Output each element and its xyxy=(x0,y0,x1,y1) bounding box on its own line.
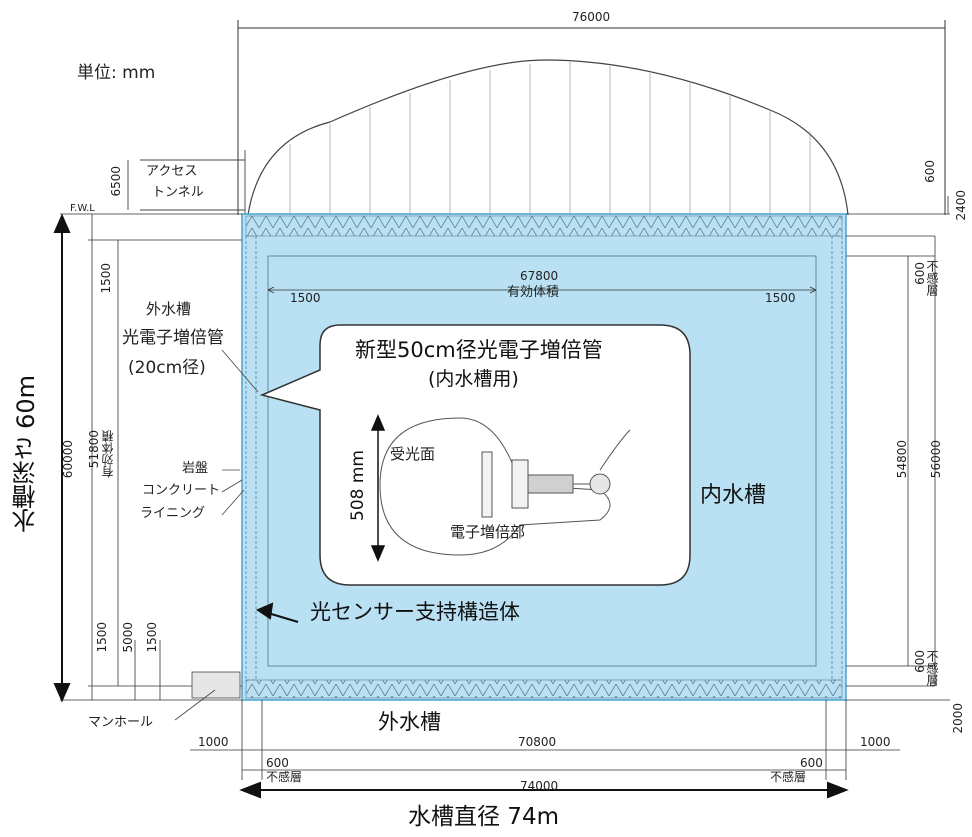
unit-label: 単位: mm xyxy=(77,63,156,83)
callout-title-1: 新型50cm径光電子増倍管 xyxy=(355,338,603,362)
dim-dome-2400: 2400 xyxy=(954,190,968,221)
pmt-callout-bubble xyxy=(259,324,691,586)
rock-label: 岩盤 xyxy=(182,461,209,476)
dim-bottom-insens-right: 不感層 xyxy=(770,770,807,784)
dim-right-56000: 56000 xyxy=(929,440,943,479)
dim-bottom-600-right: 600 xyxy=(800,756,823,770)
dim-bottom-1000-left: 1000 xyxy=(198,735,229,749)
outer-pmt-label-1: 外水槽 xyxy=(146,300,192,318)
bottom-structure-band xyxy=(245,679,843,699)
dim-bottom-5000: 5000 xyxy=(121,622,135,653)
inner-tank-outline xyxy=(267,255,817,667)
callout-photocathode: 受光面 xyxy=(390,445,436,463)
dim-right-54800: 54800 xyxy=(895,440,909,479)
manhole-structure xyxy=(191,671,241,699)
inner-tank-label: 内水槽 xyxy=(700,483,767,508)
pmt-illustration xyxy=(379,417,631,556)
outer-pmt-label-3: (20cm径) xyxy=(128,358,206,378)
dim-dome-600: 600 xyxy=(923,160,937,183)
fwl-label: F.W.L xyxy=(70,203,95,214)
dim-right-2000: 2000 xyxy=(951,703,965,734)
top-structure-band xyxy=(245,215,843,237)
support-structure-label: 光センサー支持構造体 xyxy=(310,600,520,624)
left-structure-band xyxy=(245,235,257,681)
dim-bottom-600-left: 600 xyxy=(266,756,289,770)
bottom-dimensions xyxy=(190,700,900,780)
outer-tank-label: 外水槽 xyxy=(378,710,441,734)
callout-dynode: 電子増倍部 xyxy=(450,523,526,541)
depth-label: 水槽深さ 60m xyxy=(12,375,40,533)
dim-bottom-70800: 70800 xyxy=(518,735,557,749)
pmt-height-arrow xyxy=(370,414,386,562)
outer-pmt-label-2: 光電子増倍管 xyxy=(122,328,224,348)
dim-bottom-insens-left: 不感層 xyxy=(266,770,303,784)
dim-inner-width: 67800 xyxy=(520,269,559,283)
top-dimension xyxy=(237,20,946,215)
dim-right-insens-bottom: 不感層 xyxy=(925,650,939,686)
dome xyxy=(247,59,849,216)
dim-inner-right-1500: 1500 xyxy=(765,291,796,305)
dim-left-51800: 51800 xyxy=(87,430,101,469)
diameter-label: 水槽直径 74m xyxy=(408,804,559,830)
dim-left-eff-volume: 有効体積 xyxy=(101,430,115,478)
dim-left-60000: 60000 xyxy=(61,440,75,479)
dim-right-insens-top: 不感層 xyxy=(925,260,939,296)
dim-top-width: 76000 xyxy=(572,10,611,24)
right-dimensions xyxy=(846,196,950,701)
dim-bottom-1500b: 1500 xyxy=(145,622,159,653)
right-structure-band xyxy=(831,235,843,681)
diameter-arrow xyxy=(239,781,849,799)
manhole-label: マンホール xyxy=(88,715,154,730)
wall-leaders xyxy=(174,349,259,721)
depth-arrow xyxy=(53,213,71,703)
dim-left-1500-top: 1500 xyxy=(99,263,113,294)
access-tunnel xyxy=(127,150,246,218)
access-tunnel-label-1: アクセス xyxy=(146,164,198,179)
dim-bottom-1000-right: 1000 xyxy=(860,735,891,749)
inner-width-dimension xyxy=(267,286,817,294)
lining-label: ライニング xyxy=(140,506,206,521)
inner-eff-volume: 有効体積 xyxy=(507,285,560,300)
dim-bottom-74000: 74000 xyxy=(520,779,559,793)
dim-bottom-1500a: 1500 xyxy=(95,622,109,653)
dim-access-height: 6500 xyxy=(109,166,123,197)
callout-title-2: (内水槽用) xyxy=(428,368,519,390)
access-tunnel-label-2: トンネル xyxy=(152,185,204,200)
concrete-label: コンクリート xyxy=(142,483,221,498)
dim-inner-left-1500: 1500 xyxy=(290,291,321,305)
support-arrow xyxy=(255,602,299,623)
callout-height: 508 mm xyxy=(348,450,368,521)
